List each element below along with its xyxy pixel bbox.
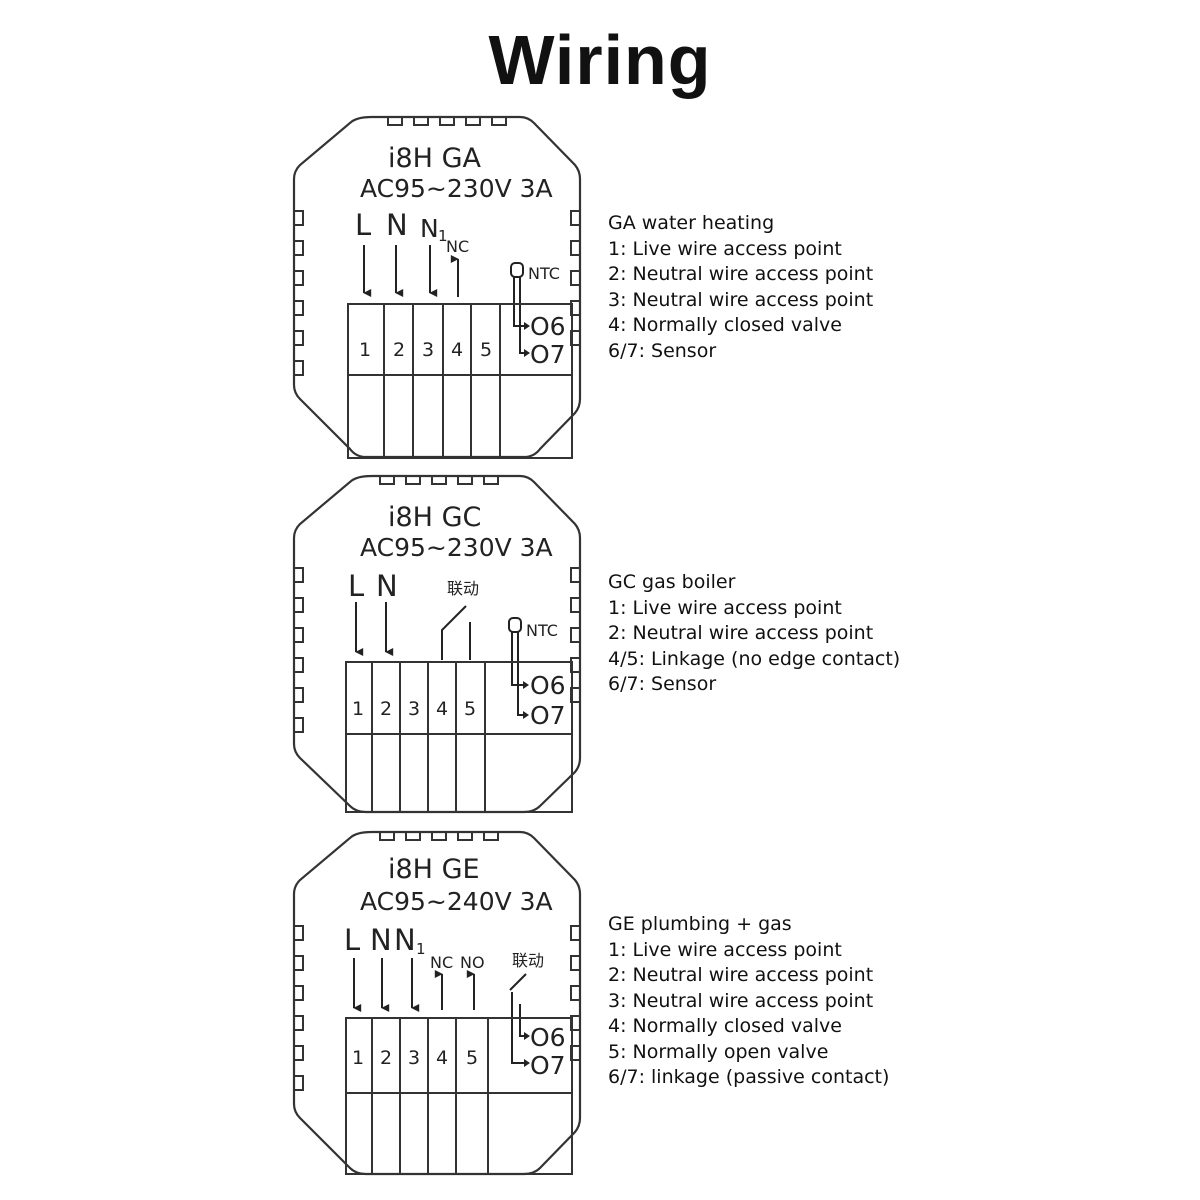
wiring-unit-ge: i8H GE AC95~240V 3A L N N 1 NC NO 联动 O6 … [0, 828, 1200, 1180]
label-ntc: NTC [526, 621, 558, 640]
model-label: i8H GC [388, 502, 481, 533]
description-line: 6/7: linkage (passive contact) [608, 1066, 890, 1088]
terminal-4: 4 [436, 698, 448, 720]
label-l: L [348, 569, 364, 603]
top-notches [379, 832, 499, 841]
linkage-switch [509, 973, 527, 991]
description-line: 6/7: Sensor [608, 339, 717, 362]
terminal-3: 3 [408, 698, 420, 720]
spec-label: AC95~230V 3A [360, 533, 553, 562]
description-line: 6/7: Sensor [608, 673, 717, 695]
label-o6: O6 [530, 671, 566, 700]
left-notches [294, 567, 304, 733]
label-ntc: NTC [528, 264, 560, 283]
description-line: 4: Normally closed valve [608, 314, 842, 336]
label-linkage: 联动 [512, 951, 544, 970]
ntc-sensor-icon [510, 262, 524, 278]
label-o7: O7 [530, 701, 566, 730]
page-title: Wiring [488, 21, 712, 99]
label-n1-subscript: 1 [438, 227, 448, 245]
description-line: 1: Live wire access point [608, 938, 842, 961]
terminal-2: 2 [380, 698, 392, 720]
terminal-1: 1 [352, 698, 364, 720]
terminal-block [347, 303, 573, 459]
model-label: i8H GA [388, 143, 481, 174]
terminal-block [345, 661, 573, 813]
label-o7: O7 [530, 340, 566, 369]
description-line: 1: Live wire access point [608, 596, 842, 619]
label-linkage: 联动 [447, 579, 479, 598]
terminal-diagram-gc: i8H GC AC95~230V 3A L N 联动 NTC O6 O7 1 2… [292, 474, 582, 814]
terminal-5: 5 [466, 1047, 478, 1069]
model-label: i8H GE [388, 854, 480, 885]
terminal-diagram-ge: i8H GE AC95~240V 3A L N N 1 NC NO 联动 O6 … [292, 830, 582, 1176]
description-line: 4/5: Linkage (no edge contact) [608, 647, 901, 670]
label-n1: N [394, 923, 416, 957]
wiring-unit-gc: i8H GC AC95~230V 3A L N 联动 NTC O6 O7 1 2… [0, 472, 1200, 820]
terminal-5: 5 [480, 339, 492, 361]
label-o6: O6 [530, 312, 566, 341]
description-gc: GC gas boiler 1: Live wire access point … [608, 570, 900, 698]
linkage-switch [441, 605, 467, 660]
ntc-sensor-icon [508, 617, 522, 633]
label-nc: NC [430, 953, 453, 972]
spec-label: AC95~240V 3A [360, 887, 553, 916]
description-line: 3: Neutral wire access point [608, 288, 874, 311]
wiring-unit-ga: i8H GA AC95~230V 3A L N N 1 NC NTC O6 O7 [0, 113, 1200, 463]
terminal-3: 3 [408, 1047, 420, 1069]
terminal-1: 1 [359, 339, 371, 361]
description-line: 3: Neutral wire access point [608, 989, 874, 1012]
terminal-block [345, 1017, 573, 1175]
left-notches [294, 210, 304, 376]
label-l: L [344, 923, 360, 957]
label-no: NO [460, 953, 485, 972]
description-line: 4: Normally closed valve [608, 1015, 842, 1037]
description-line: 2: Neutral wire access point [608, 263, 874, 285]
description-line: 2: Neutral wire access point [608, 964, 874, 986]
label-n1-subscript: 1 [416, 940, 426, 958]
label-o6: O6 [530, 1023, 566, 1052]
description-line: GC gas boiler [608, 571, 736, 593]
label-n: N [376, 569, 398, 603]
terminal-3: 3 [422, 339, 434, 361]
description-ga: GA water heating 1: Live wire access poi… [608, 211, 873, 364]
label-l: L [355, 208, 371, 242]
label-n1: N [420, 214, 439, 243]
description-line: GE plumbing + gas [608, 913, 792, 935]
left-notches [294, 925, 304, 1091]
description-line: 1: Live wire access point [608, 237, 842, 260]
description-line: GA water heating [608, 212, 775, 234]
terminal-5: 5 [464, 698, 476, 720]
top-notches [379, 476, 499, 485]
label-o7: O7 [530, 1051, 566, 1080]
label-n: N [370, 923, 392, 957]
terminal-2: 2 [393, 339, 405, 361]
description-line: 5: Normally open valve [608, 1040, 829, 1063]
terminal-2: 2 [380, 1047, 392, 1069]
terminal-1: 1 [352, 1047, 364, 1069]
description-line: 2: Neutral wire access point [608, 622, 874, 644]
terminal-4: 4 [436, 1047, 448, 1069]
label-n: N [386, 208, 408, 242]
label-nc: NC [446, 237, 469, 256]
spec-label: AC95~230V 3A [360, 174, 553, 203]
terminal-4: 4 [451, 339, 463, 361]
description-ge: GE plumbing + gas 1: Live wire access po… [608, 912, 889, 1091]
top-notches [387, 117, 507, 126]
terminal-diagram-ga: i8H GA AC95~230V 3A L N N 1 NC NTC O6 O7 [292, 115, 582, 459]
